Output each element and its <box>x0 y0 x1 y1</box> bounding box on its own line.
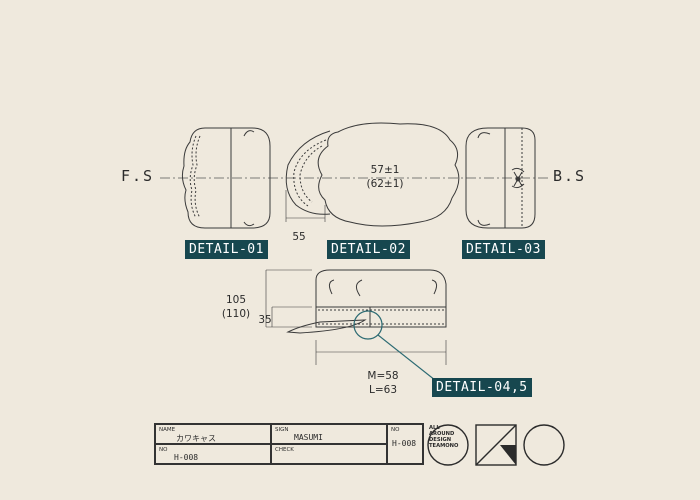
tb-check-cell: CHECK <box>271 444 387 464</box>
title-block: NAME カワキャス SIGN MASUMI NO H-008 NO H-008… <box>154 423 424 465</box>
detail-02-tag: DETAIL-02 <box>327 240 410 259</box>
tb-name-cell: NAME カワキャス <box>155 424 271 444</box>
brand-line-3: DESIGN <box>429 437 452 443</box>
detail-03-tag: DETAIL-03 <box>462 240 545 259</box>
tb-name-header: NAME <box>159 427 176 433</box>
height-alt-value: (110) <box>221 308 251 320</box>
tb-name-value: カワキャス <box>176 434 216 443</box>
brim-offset-dimension: 55 <box>292 231 306 243</box>
front-view <box>181 127 271 229</box>
brand-text: ALL AROUND DESIGN TEAMONO <box>429 425 458 449</box>
back-side-label: B.S <box>553 167 587 185</box>
front-side-label: F.S <box>121 167 155 185</box>
tb-sign-header: SIGN <box>275 427 289 433</box>
brand-logo <box>427 424 565 466</box>
tb-no-right-value: H-008 <box>392 439 417 448</box>
side-view <box>286 269 447 334</box>
detail-circle <box>353 310 383 340</box>
top-size-dimension: 57±1 (62±1) <box>350 163 420 191</box>
side-dimensions <box>265 269 447 365</box>
tb-sign-cell: SIGN MASUMI <box>271 424 387 444</box>
detail-01-tag: DETAIL-01 <box>185 240 268 259</box>
tb-no-right-cell: NO H-008 <box>387 424 423 464</box>
brand-line-2: AROUND <box>429 431 455 437</box>
tb-no-left-value: H-008 <box>174 453 199 462</box>
detail-leader <box>377 334 441 385</box>
tb-no-left-cell: NO H-008 <box>155 444 271 464</box>
height-dimension: 105 (110) <box>214 293 258 321</box>
tb-sign-value: MASUMI <box>294 433 323 442</box>
brand-line-4: TEAMONO <box>429 443 459 449</box>
detail-04-5-tag: DETAIL-04,5 <box>432 378 532 397</box>
height-value: 105 <box>225 294 247 306</box>
brand-line-1: ALL <box>429 425 440 431</box>
width-m-value: M=58 <box>367 370 399 382</box>
width-l-value: L=63 <box>368 384 397 396</box>
top-size-value: 57±1 <box>370 164 400 176</box>
tb-no-left-header: NO <box>159 447 168 453</box>
back-view <box>465 127 536 229</box>
top-view <box>285 122 460 227</box>
tb-no-right-header: NO <box>391 427 400 433</box>
top-size-alt-value: (62±1) <box>366 178 404 190</box>
tb-check-header: CHECK <box>275 447 294 453</box>
width-dimension: M=58 L=63 <box>358 369 408 397</box>
band-dimension: 35 <box>258 314 272 326</box>
